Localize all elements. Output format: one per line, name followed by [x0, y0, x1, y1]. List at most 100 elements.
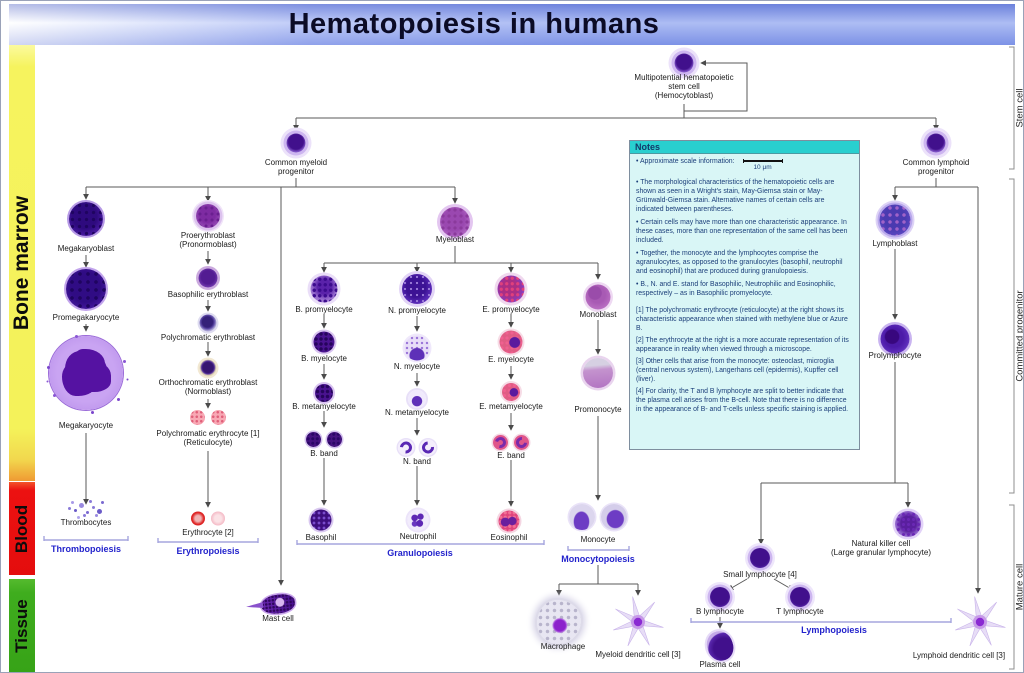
- notes-box: Notes • Approximate scale information: 1…: [629, 140, 860, 450]
- notes-footnote-1: [1] The polychromatic erythrocyte (retic…: [636, 307, 848, 332]
- monoblast-label: Monoblast: [579, 310, 617, 319]
- n-metamyelocyte-cell: [408, 390, 426, 408]
- lymphoblast-cell: [879, 204, 911, 236]
- erythrocyte-cell: [191, 511, 225, 526]
- eosinophil-cell: [498, 510, 520, 532]
- notes-bullet-0: • The morphological characteristics of t…: [636, 179, 835, 214]
- notes-bullets: • The morphological characteristics of t…: [636, 179, 853, 299]
- n-band-label: N. band: [402, 457, 432, 466]
- b-lymphocyte-label: B lymphocyte: [695, 607, 745, 616]
- polychromatic-erythrocyte-label: Polychromatic erythrocyte [1] (Reticuloc…: [156, 429, 260, 448]
- myeloid-dendritic-cell-label: Myeloid dendritic cell [3]: [595, 650, 681, 659]
- t-lymphocyte-cell: [790, 587, 810, 607]
- promonocyte-cell: [583, 358, 613, 388]
- n-promyelocyte-cell: [402, 274, 432, 304]
- lymphoid-dendritic-cell-label: Lymphoid dendritic cell [3]: [912, 651, 1006, 660]
- region-bar-blood: Blood: [9, 482, 35, 575]
- lineage-label-monocytopoiesis: Monocytopoiesis: [561, 554, 635, 564]
- myeloid-dendritic-cell-cell: [610, 594, 666, 650]
- n-metamyelocyte-label: N. metamyelocyte: [384, 408, 450, 417]
- common-myeloid-progenitor-label: Common myeloid progenitor: [264, 158, 328, 177]
- scale-bar-line: [742, 159, 783, 163]
- hemocytoblast-label: Multipotential hematopoietic stem cell (…: [634, 73, 734, 101]
- notes-footnote-4: [4] For clarity, the T and B lymphocyte …: [636, 387, 849, 413]
- lymphoid-dendritic-cell-cell: [952, 594, 1008, 650]
- notes-footnotes: [1] The polychromatic erythrocyte (retic…: [636, 307, 853, 415]
- prolymphocyte-label: Prolymphocyte: [868, 351, 922, 360]
- lineage-label-erythropoiesis: Erythropoiesis: [176, 546, 240, 556]
- e-promyelocyte-cell: [497, 275, 525, 303]
- natural-killer-cell-cell: [895, 511, 921, 537]
- common-myeloid-progenitor-cell: [286, 133, 306, 153]
- polychromatic-erythroblast-label: Polychromatic erythroblast: [160, 333, 256, 342]
- orthochromatic-erythroblast-label: Orthochromatic erythroblast (Normoblast): [158, 378, 258, 397]
- scale-caption: 10 μm: [753, 164, 772, 171]
- page-title: Hematopoiesis in humans: [288, 8, 660, 40]
- lineage-label-lymphopoiesis: Lymphopoiesis: [801, 625, 867, 635]
- scale-info-row: • Approximate scale information: 10 μm: [636, 158, 853, 172]
- basophilic-erythroblast-cell: [198, 268, 218, 288]
- basophilic-erythroblast-label: Basophilic erythroblast: [167, 290, 249, 299]
- megakaryocyte-cell: [49, 336, 123, 410]
- polychromatic-erythroblast-cell: [199, 314, 217, 332]
- basophil-label: Basophil: [305, 533, 337, 542]
- eosinophil-label: Eosinophil: [490, 533, 528, 542]
- notes-footnote-2: [2] The erythrocyte at the right is a mo…: [636, 336, 849, 353]
- orthochromatic-erythroblast-cell: [199, 359, 217, 377]
- lineage-label-thrombopoiesis: Thrombopoiesis: [50, 544, 122, 554]
- b-promyelocyte-cell: [310, 275, 338, 303]
- stage-label-0: Stem cell: [1014, 88, 1024, 128]
- macrophage-cell: [537, 600, 581, 644]
- notes-bullet-3: • B., N. and E. stand for Basophilic, Ne…: [636, 281, 836, 298]
- small-lymphocyte-label: Small lymphocyte [4]: [723, 570, 797, 579]
- prolymphocyte-cell: [880, 324, 910, 354]
- megakaryoblast-label: Megakaryoblast: [57, 244, 115, 253]
- polychromatic-erythrocyte-cell: [190, 409, 226, 425]
- monocyte-label: Monocyte: [580, 535, 616, 544]
- erythrocyte-label: Erythrocyte [2]: [182, 528, 234, 537]
- n-myelocyte-label: N. myelocyte: [393, 362, 441, 371]
- stage-label-1: Committed progenitor: [1014, 290, 1024, 382]
- stage-label-2: Mature cell: [1014, 563, 1024, 611]
- b-myelocyte-cell: [313, 331, 335, 353]
- promegakaryocyte-label: Promegakaryocyte: [52, 313, 120, 322]
- basophil-cell: [310, 509, 332, 531]
- myeloblast-label: Myeloblast: [435, 235, 475, 244]
- b-promyelocyte-label: B. promyelocyte: [295, 305, 353, 314]
- n-promyelocyte-label: N. promyelocyte: [388, 306, 446, 315]
- n-myelocyte-cell: [404, 335, 430, 361]
- small-lymphocyte-cell: [750, 548, 770, 568]
- notes-body: • Approximate scale information: 10 μm •…: [630, 154, 859, 415]
- megakaryoblast-cell: [69, 202, 103, 236]
- proerythroblast-cell: [196, 204, 220, 228]
- promegakaryocyte-cell: [66, 269, 106, 309]
- b-band-label: B. band: [310, 449, 338, 458]
- proerythroblast-label: Proerythroblast (Pronormoblast): [179, 231, 237, 250]
- region-bar-bonemarrow: Bone marrow: [9, 45, 35, 481]
- monoblast-cell: [585, 284, 611, 310]
- lineage-label-granulopoiesis: Granulopoiesis: [387, 548, 453, 558]
- monocyte-cell: [569, 503, 627, 531]
- plasma-cell-label: Plasma cell: [699, 660, 741, 669]
- e-myelocyte-cell: [499, 330, 523, 354]
- scale-note: • Approximate scale information:: [636, 158, 735, 165]
- title-band: Hematopoiesis in humans: [9, 4, 1015, 45]
- b-band-cell: [306, 431, 342, 447]
- neutrophil-label: Neutrophil: [399, 532, 437, 541]
- e-myelocyte-label: E. myelocyte: [488, 355, 534, 364]
- notes-footnote-3: [3] Other cells that arise from the mono…: [636, 357, 839, 383]
- common-lymphoid-progenitor-label: Common lymphoid progenitor: [902, 158, 970, 177]
- natural-killer-cell-label: Natural killer cell (Large granular lymp…: [830, 539, 932, 558]
- b-myelocyte-label: B. myelocyte: [301, 354, 347, 363]
- e-metamyelocyte-cell: [502, 383, 520, 401]
- thrombocytes-label: Thrombocytes: [60, 518, 112, 527]
- mast-cell-label: Mast cell: [262, 614, 294, 623]
- myeloblast-cell: [440, 207, 470, 237]
- notes-bullet-2: • Together, the monocyte and the lymphoc…: [636, 250, 843, 276]
- macrophage-label: Macrophage: [540, 642, 586, 651]
- e-band-cell: [493, 434, 529, 450]
- common-lymphoid-progenitor-cell: [926, 133, 946, 153]
- e-metamyelocyte-label: E. metamyelocyte: [479, 402, 543, 411]
